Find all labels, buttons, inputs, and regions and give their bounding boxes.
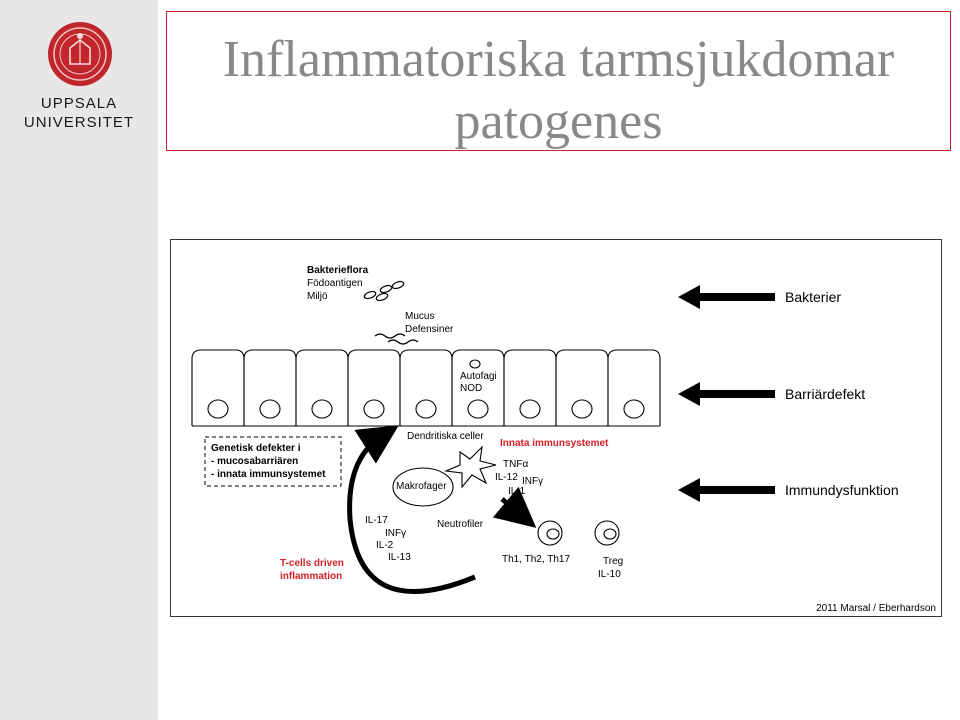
epithelial-layer: [191, 349, 661, 427]
label-barriardefekt: Barriärdefekt: [785, 386, 865, 402]
cytokine-inf-t: INFγ: [385, 528, 406, 539]
cytokine-il12: IL-12: [495, 472, 518, 483]
label-tcells-line1: T-cells driven: [280, 558, 344, 569]
label-tcells-line2: inflammation: [280, 571, 342, 582]
label-dendritiska-celler: Dendritiska celler: [407, 431, 484, 442]
seal-icon: [48, 22, 112, 86]
university-seal-logo: [48, 22, 112, 86]
label-autofagi: Autofagi: [460, 371, 497, 382]
label-mucus: Mucus: [405, 311, 434, 322]
genetic-line1: Genetisk defekter i: [211, 443, 301, 454]
short-arrow-icon: [492, 486, 537, 528]
t-cells-icon: [537, 520, 620, 546]
cytokine-il1: IL-1: [508, 486, 526, 497]
title-frame: [166, 11, 951, 151]
genetic-defects-box: [204, 436, 342, 487]
pathogenesis-diagram: Bakterieflora Födoantigen Miljö Mucus De…: [170, 239, 942, 617]
label-th-cells: Th1, Th2, Th17: [502, 554, 570, 565]
label-il10: IL-10: [598, 569, 621, 580]
label-bakterier: Bakterier: [785, 289, 841, 305]
label-innata-immunsystemet: Innata immunsystemet: [500, 438, 609, 449]
mucus-wave-icon: [374, 333, 419, 345]
sidebar: [0, 0, 158, 720]
macrophage-icon: [392, 467, 454, 507]
label-neutrofiler: Neutrofiler: [437, 519, 484, 530]
cytokine-il17: IL-17: [365, 515, 388, 526]
logo-line-uppsala: UPPSALA: [40, 95, 118, 112]
cytokine-inf-innate: INFγ: [522, 476, 543, 487]
label-fodoantigen: Födoantigen: [307, 278, 363, 289]
bacteria-icon: [363, 280, 405, 302]
curved-arrow-icon: [347, 425, 476, 594]
label-makrofager: Makrofager: [396, 481, 447, 492]
genetic-line3: - innata immunsystemet: [211, 469, 326, 480]
figure-border: [170, 239, 942, 617]
label-immundysfunktion: Immundysfunktion: [785, 482, 899, 498]
label-treg: Treg: [603, 556, 623, 567]
left-arrow-icon: [678, 285, 775, 502]
dendritic-cell-icon: [443, 445, 497, 489]
logo-line-universitet: UNIVERSITET: [23, 114, 135, 131]
figure-credit: 2011 Marsal / Eberhardson: [816, 603, 936, 614]
cytokine-tnf: TNFα: [503, 459, 528, 470]
label-miljo: Miljö: [307, 291, 328, 302]
label-bakterieflora: Bakterieflora: [307, 265, 369, 276]
page-title-line2: patogenes: [454, 93, 663, 150]
label-nod: NOD: [460, 383, 482, 394]
genetic-line2: - mucosabarriären: [211, 456, 298, 467]
cytokine-il13: IL-13: [388, 552, 411, 563]
page-title-line1: Inflammatoriska tarmsjukdomar: [222, 31, 895, 88]
cytokine-il2: IL-2: [376, 540, 394, 551]
label-defensiner: Defensiner: [405, 324, 454, 335]
